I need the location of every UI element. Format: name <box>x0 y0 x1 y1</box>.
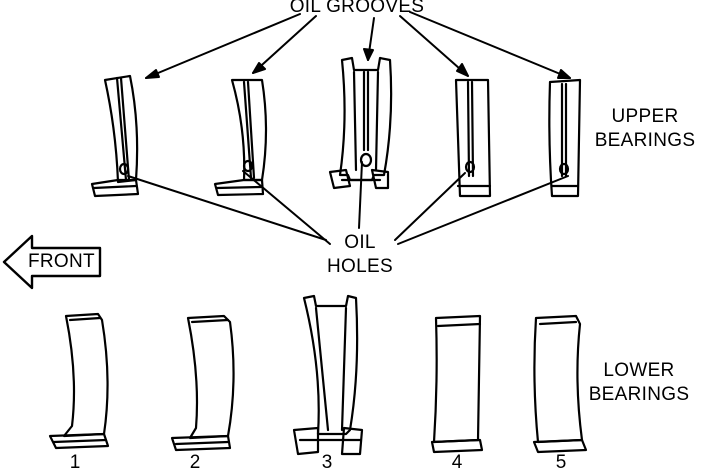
upper-bearing-2 <box>213 78 268 197</box>
bearing-number-3: 3 <box>321 452 333 473</box>
bearing-number-1: 1 <box>69 452 81 473</box>
upper-bearing-4 <box>454 78 492 198</box>
upper-bearings-label-line2: BEARINGS <box>594 130 696 151</box>
upper-bearing-3 <box>328 56 393 190</box>
front-label: FRONT <box>28 251 95 272</box>
oil-holes-label-line1: OIL <box>344 232 376 253</box>
front-arrow <box>2 234 102 290</box>
oil-holes-leaders <box>127 161 569 245</box>
bearing-number-4: 4 <box>451 452 463 473</box>
lower-bearings-label-line2: BEARINGS <box>588 384 690 405</box>
upper-bearing-5 <box>548 78 582 198</box>
lower-bearing-4 <box>430 314 484 454</box>
lower-bearing-2 <box>170 314 235 452</box>
lower-bearing-3 <box>292 294 364 456</box>
bearing-number-5: 5 <box>555 452 567 473</box>
oil-holes-label-line2: HOLES <box>327 256 393 277</box>
oil-grooves-leaders <box>145 11 571 79</box>
lower-bearing-5 <box>532 314 588 454</box>
bearing-number-2: 2 <box>189 452 201 473</box>
upper-bearings-label-line1: UPPER <box>611 106 679 127</box>
oil-grooves-label: OIL GROOVES <box>289 0 425 17</box>
lower-bearing-1 <box>48 312 110 450</box>
upper-bearing-1 <box>90 74 140 198</box>
lower-bearings-label-line1: LOWER <box>603 360 675 381</box>
